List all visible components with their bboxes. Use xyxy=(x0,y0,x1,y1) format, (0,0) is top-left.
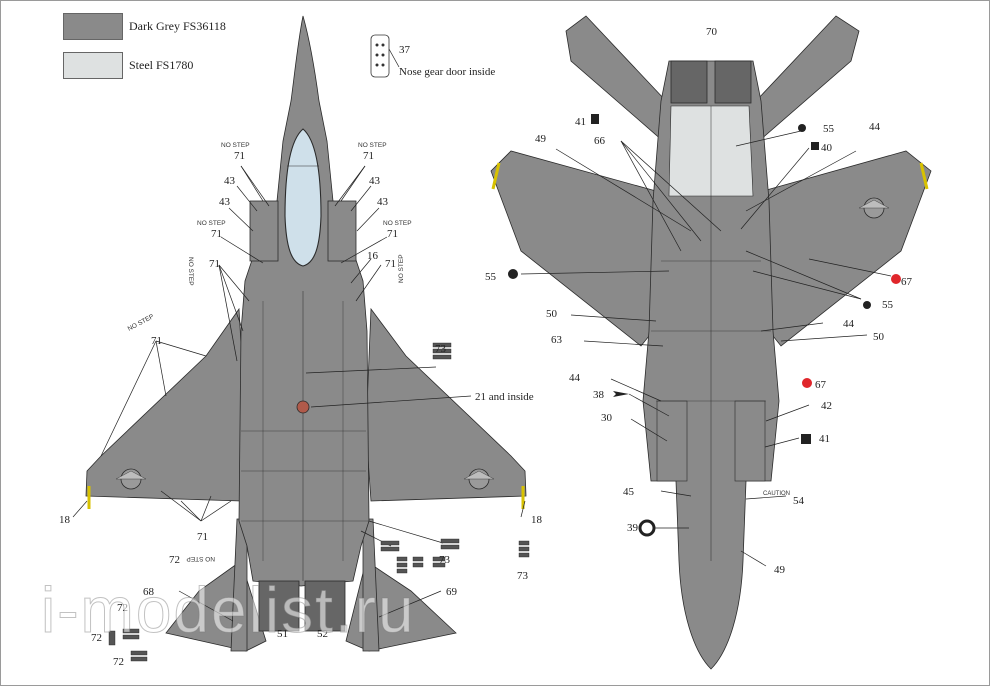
label-no-step-5: NO STEP xyxy=(187,257,194,286)
top-fuselage xyxy=(238,15,370,587)
label-72-b: 72 xyxy=(117,602,128,614)
bottom-right-stabilator xyxy=(755,15,860,142)
label-16: 16 xyxy=(367,250,379,262)
label-no-step-8: NO STEP xyxy=(186,555,215,562)
top-left-stabilator xyxy=(165,560,267,652)
label-55-a: 55 xyxy=(823,123,835,135)
label-73-b: 73 xyxy=(439,554,451,566)
label-37: 37 xyxy=(399,44,411,56)
top-right-fin xyxy=(362,518,380,652)
bottom-small-decals xyxy=(508,114,901,537)
label-38: 38 xyxy=(593,389,605,401)
label-43-a: 43 xyxy=(224,175,236,187)
label-50-b: 50 xyxy=(873,331,885,343)
label-18-a: 18 xyxy=(59,514,71,526)
label-72-c: 72 xyxy=(91,632,102,644)
bottom-right-national-insignia xyxy=(858,197,890,219)
bottom-view-leaders xyxy=(520,130,892,567)
red-marker-67-upper xyxy=(891,274,901,284)
label-no-step-3: NO STEP xyxy=(197,220,226,227)
label-40: 40 xyxy=(821,142,833,154)
label-73-c: 73 xyxy=(517,570,529,582)
bottom-left-nozzle xyxy=(670,60,708,104)
top-right-national-insignia xyxy=(463,468,495,490)
label-44-a: 44 xyxy=(869,121,881,133)
label-71-h: 71 xyxy=(197,531,208,543)
label-no-step-4: NO STEP xyxy=(383,220,412,227)
top-right-stabilator xyxy=(345,560,457,652)
top-view xyxy=(85,15,527,652)
label-71-d: 71 xyxy=(387,228,398,240)
red-marker-67-lower xyxy=(802,378,812,388)
label-69: 69 xyxy=(446,586,458,598)
label-44-c: 44 xyxy=(569,372,581,384)
label-72-a: 72 xyxy=(169,554,180,566)
label-45: 45 xyxy=(623,486,635,498)
nose-gear-door xyxy=(370,34,390,78)
label-55-c: 55 xyxy=(882,299,894,311)
label-21: 21 and inside xyxy=(475,391,534,403)
top-canopy xyxy=(284,128,322,267)
label-no-step-7: NO STEP xyxy=(127,313,155,333)
bottom-view xyxy=(490,15,932,670)
top-right-wing xyxy=(365,307,527,502)
legend-steel-label: Steel FS1780 xyxy=(129,58,194,72)
label-67-a: 67 xyxy=(901,276,913,288)
label-no-step-2: NO STEP xyxy=(358,142,387,149)
top-right-nozzle xyxy=(304,580,346,632)
label-44-b: 44 xyxy=(843,318,855,330)
label-43-d: 43 xyxy=(377,196,389,208)
label-43-b: 43 xyxy=(369,175,381,187)
decal-73-stacks xyxy=(108,342,530,662)
bottom-left-wing xyxy=(490,150,662,347)
label-52: 52 xyxy=(317,628,328,640)
label-55-b: 55 xyxy=(485,271,497,283)
label-71-b: 71 xyxy=(363,150,374,162)
label-68: 68 xyxy=(143,586,155,598)
bottom-right-nozzle xyxy=(714,60,752,104)
top-view-leaders xyxy=(72,48,526,622)
top-left-intake xyxy=(249,200,279,262)
legend-dark-grey-label: Dark Grey FS36118 xyxy=(129,19,226,33)
label-no-step-1: NO STEP xyxy=(221,142,250,149)
label-71-e: 71 xyxy=(209,258,220,270)
label-63: 63 xyxy=(551,334,563,346)
label-71-g: 71 xyxy=(151,335,162,347)
label-30: 30 xyxy=(601,412,613,424)
label-caution: CAUTION xyxy=(763,491,790,497)
top-left-nozzle xyxy=(258,580,300,632)
top-left-wing xyxy=(85,307,247,502)
label-41-b: 41 xyxy=(819,433,830,445)
label-no-step-6: NO STEP xyxy=(398,254,405,283)
swatch-steel xyxy=(63,52,123,79)
label-73-a: 73 xyxy=(435,343,447,355)
label-nose-gear: Nose gear door inside xyxy=(399,66,495,78)
emblem-21 xyxy=(296,400,310,414)
top-left-national-insignia xyxy=(115,468,147,490)
label-71-a: 71 xyxy=(234,150,245,162)
label-41-a: 41 xyxy=(575,116,586,128)
label-43-c: 43 xyxy=(219,196,231,208)
label-71-f: 71 xyxy=(385,258,396,270)
label-50-a: 50 xyxy=(546,308,558,320)
label-18-b: 18 xyxy=(531,514,543,526)
callout-labels: 37 Nose gear door inside NO STEP 71 NO S… xyxy=(59,26,913,668)
label-70: 70 xyxy=(706,26,718,38)
label-51: 51 xyxy=(277,628,288,640)
label-72-d: 72 xyxy=(113,656,124,668)
label-54: 54 xyxy=(793,495,805,507)
bottom-right-wing xyxy=(760,150,932,347)
swatch-dark-grey xyxy=(63,13,123,40)
label-67-b: 67 xyxy=(815,379,827,391)
label-66: 66 xyxy=(594,135,606,147)
label-71-c: 71 xyxy=(211,228,222,240)
label-49-b: 49 xyxy=(774,564,786,576)
label-49-a: 49 xyxy=(535,133,547,145)
label-42: 42 xyxy=(821,400,832,412)
label-39: 39 xyxy=(627,522,639,534)
